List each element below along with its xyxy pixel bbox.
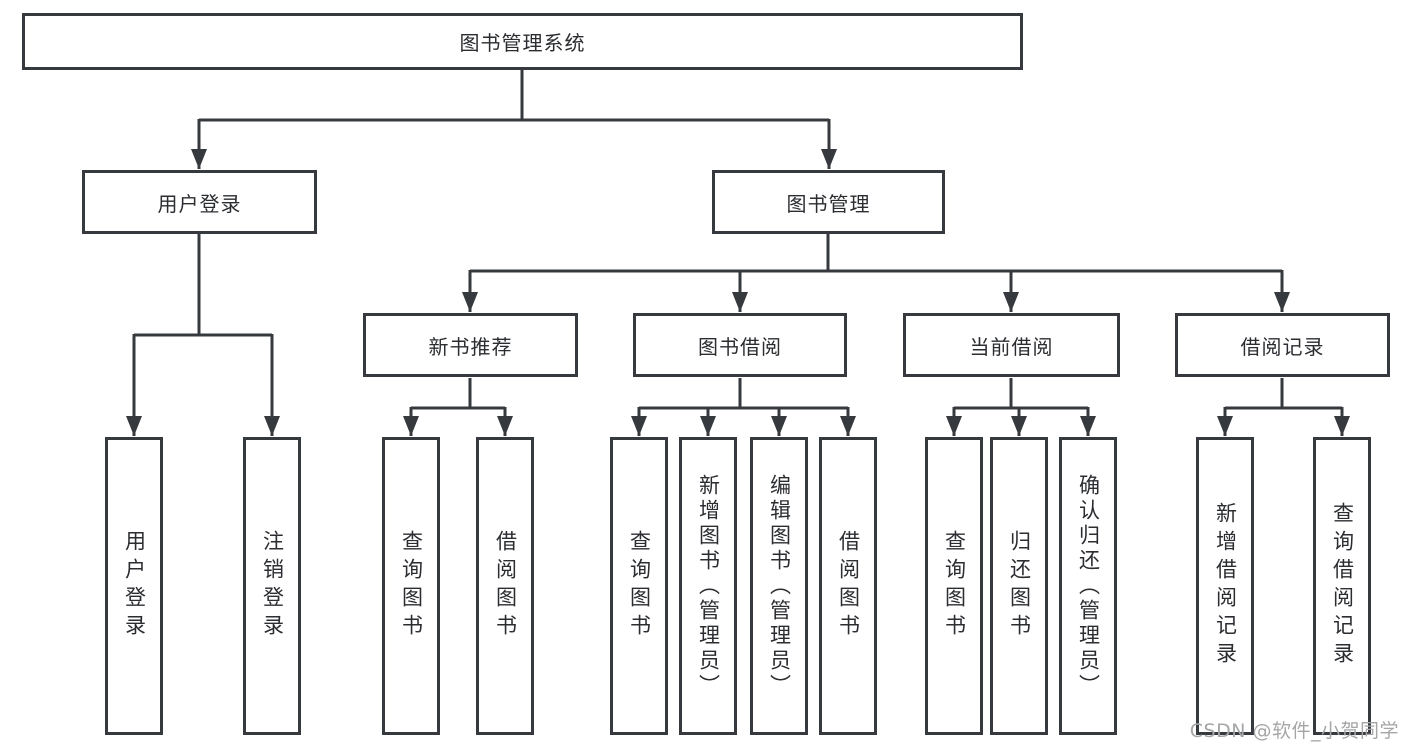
leaf-query-borrow-record: 查询借阅记录 <box>1313 437 1371 735</box>
leaf-logout: 注销登录 <box>243 437 301 735</box>
leaf-user-login: 用户登录 <box>105 437 163 735</box>
leaf-return-books: 归还图书 <box>990 437 1048 735</box>
node-book-management: 图书管理 <box>712 170 945 234</box>
leaf-query-books-recommend: 查询图书 <box>382 437 440 735</box>
node-book-borrow: 图书借阅 <box>633 313 847 377</box>
leaf-query-books-current: 查询图书 <box>925 437 983 735</box>
node-user-login: 用户登录 <box>82 170 317 234</box>
node-borrow-records: 借阅记录 <box>1175 313 1390 377</box>
leaf-borrow-books-recommend: 借阅图书 <box>476 437 534 735</box>
leaf-edit-books-admin: 编辑图书（管理员） <box>750 437 808 735</box>
node-library-system: 图书管理系统 <box>22 13 1023 70</box>
csdn-watermark: CSDN @软件_小贺同学 <box>1189 720 1399 742</box>
node-current-borrow: 当前借阅 <box>903 313 1120 377</box>
leaf-confirm-return-admin: 确认归还（管理员） <box>1059 437 1117 735</box>
leaf-query-books-borrow: 查询图书 <box>610 437 668 735</box>
leaf-borrow-books: 借阅图书 <box>819 437 877 735</box>
leaf-add-books-admin: 新增图书（管理员） <box>679 437 737 735</box>
leaf-add-borrow-record: 新增借阅记录 <box>1196 437 1254 735</box>
node-new-book-recommend: 新书推荐 <box>363 313 578 377</box>
